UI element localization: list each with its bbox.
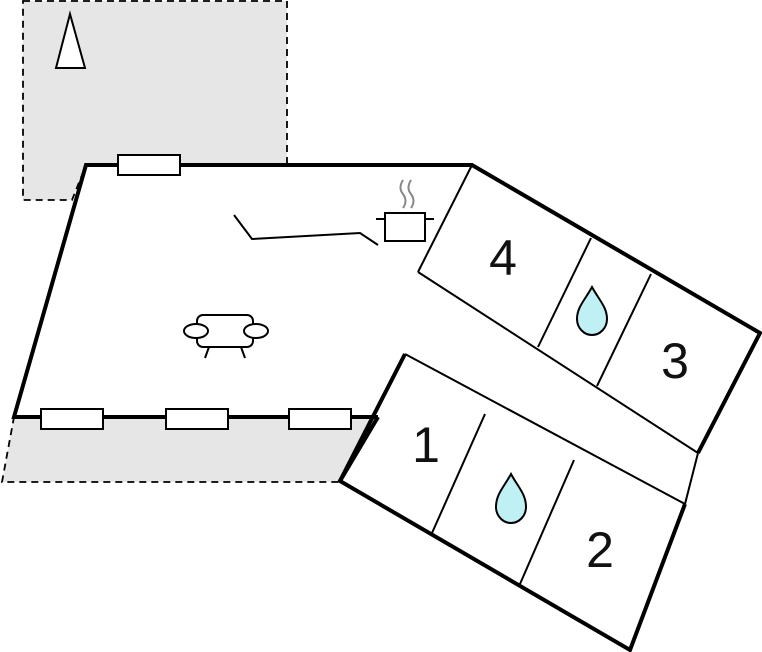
window-top: [117, 154, 181, 176]
partition-room4-bath: [537, 237, 592, 348]
north-arrow-icon: [54, 10, 87, 69]
corridor-wall-lower: [404, 353, 686, 505]
outer-wall-link: [338, 415, 380, 483]
corridor-end-wall: [684, 452, 699, 505]
water-drop-icon: [494, 471, 528, 525]
window-bottom-2: [165, 408, 229, 430]
window-bottom-3: [288, 408, 352, 430]
kitchen-counter: [233, 214, 379, 246]
sofa-icon: [183, 314, 269, 359]
room-2-label: 2: [586, 522, 614, 578]
outer-wall-lower: [337, 353, 687, 652]
partition-kitchen-room4: [417, 164, 473, 273]
building: [11, 154, 762, 652]
room-4-label: 4: [489, 230, 517, 286]
room-3-label: 3: [661, 333, 689, 389]
partition-room1-bath: [431, 413, 486, 534]
partition-bath-room3: [596, 273, 652, 387]
outdoor-areas: [0, 0, 382, 483]
cooking-pot-icon: [376, 179, 434, 242]
water-drop-icon: [575, 284, 609, 337]
room-1-label: 1: [412, 417, 440, 473]
windows: [40, 154, 352, 430]
window-bottom-1: [40, 408, 104, 430]
partition-bath-room2: [519, 459, 575, 585]
corridor-wall-upper: [417, 271, 699, 454]
